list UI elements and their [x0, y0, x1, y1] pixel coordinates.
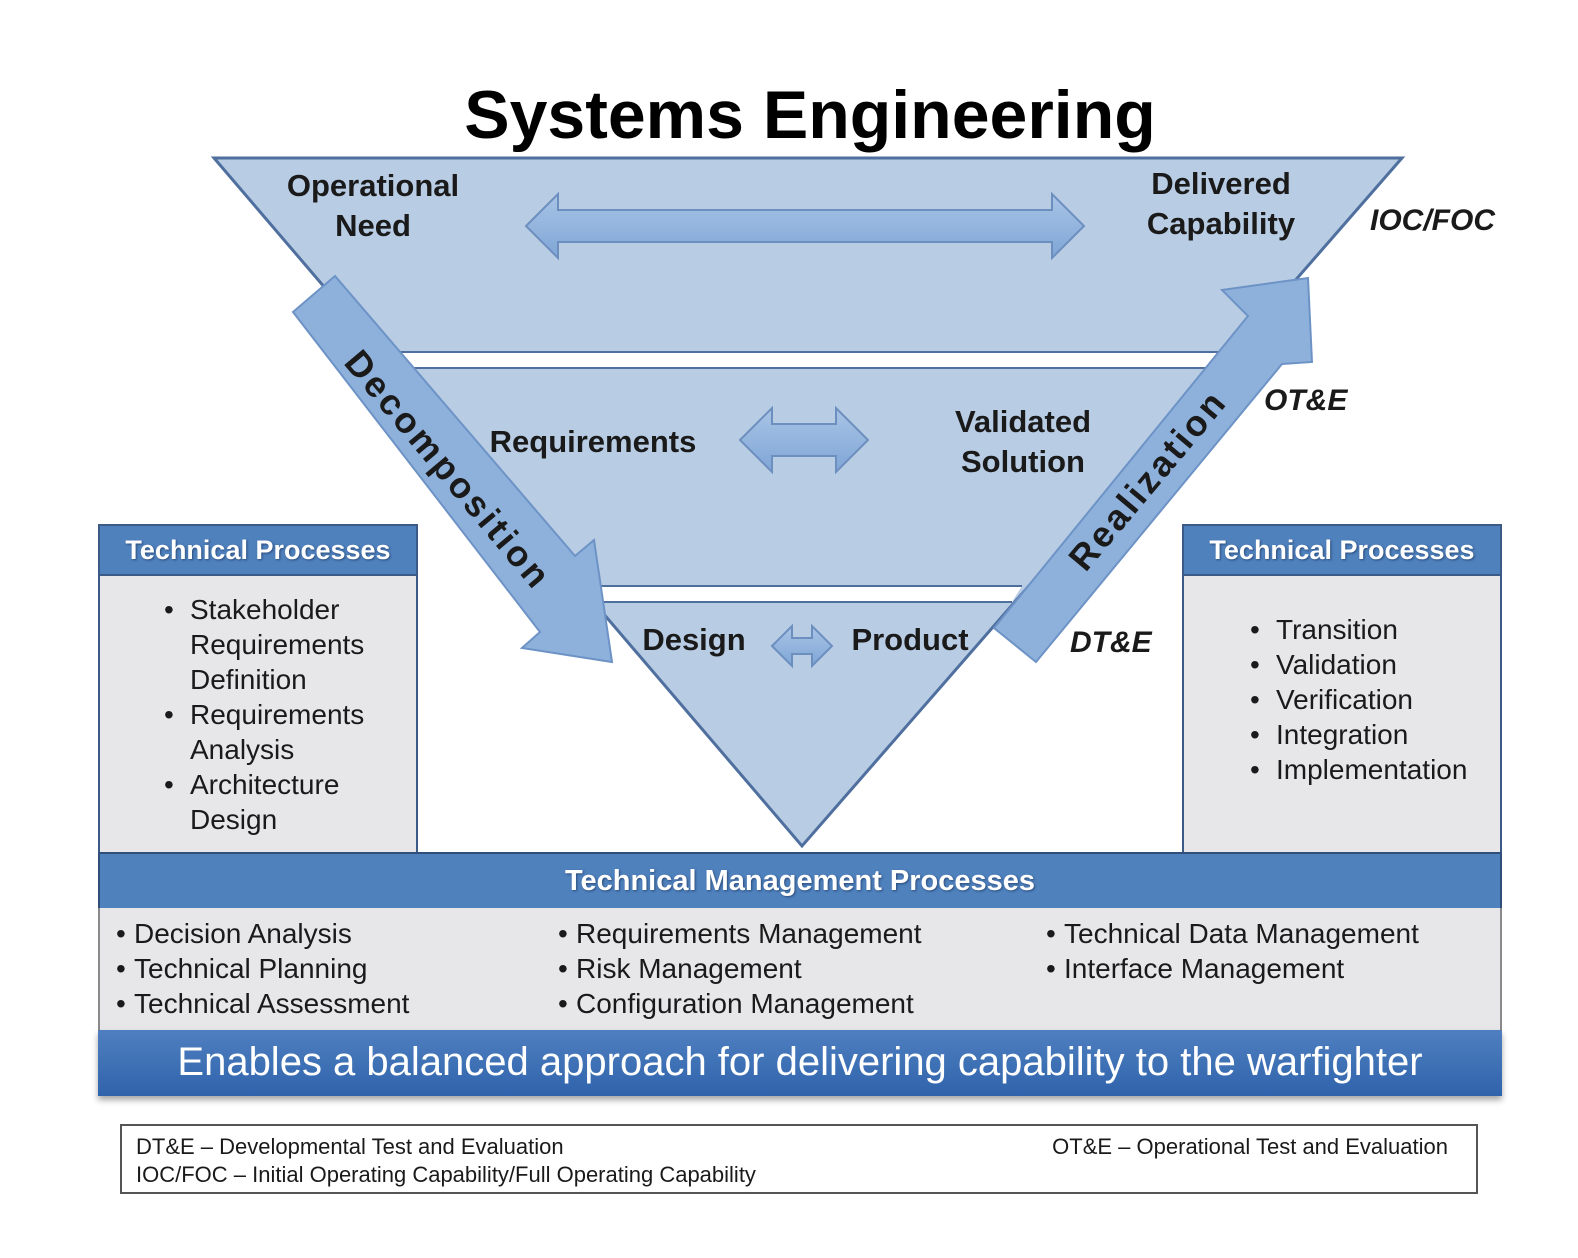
list-item: Validation — [1246, 647, 1496, 682]
technical-management-panel: Decision Analysis Technical Planning Tec… — [98, 908, 1502, 1032]
list-item: Technical Assessment — [116, 986, 409, 1021]
list-item: Technical Data Management — [1046, 916, 1419, 951]
level-separator-lower — [584, 586, 1022, 602]
list-item: Integration — [1246, 717, 1496, 752]
technical-management-column-1: Decision Analysis Technical Planning Tec… — [116, 916, 409, 1021]
technical-management-column-2: Requirements Management Risk Management … — [558, 916, 922, 1021]
ioc-foc-label: IOC/FOC — [1370, 204, 1495, 237]
capability-banner: Enables a balanced approach for deliveri… — [98, 1030, 1502, 1096]
technical-management-header: Technical Management Processes — [98, 852, 1502, 910]
technical-management-column-3: Technical Data Management Interface Mana… — [1046, 916, 1419, 986]
list-item: Implementation — [1246, 752, 1496, 787]
dt-e-label: DT&E — [1070, 626, 1152, 659]
technical-processes-left-list: Stakeholder Requirements Definition Requ… — [160, 592, 410, 837]
list-item: Verification — [1246, 682, 1496, 717]
page-title: Systems Engineering — [464, 77, 1156, 153]
list-item: Risk Management — [558, 951, 922, 986]
list-item: Requirements Management — [558, 916, 922, 951]
technical-processes-left-header: Technical Processes — [100, 526, 416, 576]
technical-processes-right-panel: Technical Processes Transition Validatio… — [1182, 524, 1502, 854]
design-label: Design — [642, 622, 746, 657]
legend-ioc-foc: IOC/FOC – Initial Operating Capability/F… — [136, 1162, 756, 1187]
level-separator-upper — [390, 352, 1220, 368]
technical-processes-right-list: Transition Validation Verification Integ… — [1246, 612, 1496, 787]
list-item: Configuration Management — [558, 986, 922, 1021]
legend-ot-e: OT&E – Operational Test and Evaluation — [1052, 1134, 1448, 1159]
acronym-legend: DT&E – Developmental Test and Evaluation… — [120, 1124, 1478, 1194]
list-item: Architecture Design — [160, 767, 410, 837]
list-item: Interface Management — [1046, 951, 1419, 986]
decomposition-arrow — [291, 274, 614, 664]
list-item: Transition — [1246, 612, 1496, 647]
middle-double-arrow — [738, 405, 870, 475]
list-item: Technical Planning — [116, 951, 409, 986]
realization-arrow — [992, 276, 1314, 664]
ot-e-label: OT&E — [1264, 384, 1348, 417]
legend-dt-e: DT&E – Developmental Test and Evaluation — [136, 1134, 564, 1159]
list-item: Requirements Analysis — [160, 697, 410, 767]
bottom-double-arrow — [770, 623, 834, 669]
top-double-arrow — [524, 191, 1086, 261]
technical-processes-right-header: Technical Processes — [1184, 526, 1500, 576]
technical-processes-left-panel: Technical Processes Stakeholder Requirem… — [98, 524, 418, 854]
list-item: Stakeholder Requirements Definition — [160, 592, 410, 697]
product-label: Product — [851, 622, 969, 657]
list-item: Decision Analysis — [116, 916, 409, 951]
requirements-label: Requirements — [489, 424, 697, 459]
